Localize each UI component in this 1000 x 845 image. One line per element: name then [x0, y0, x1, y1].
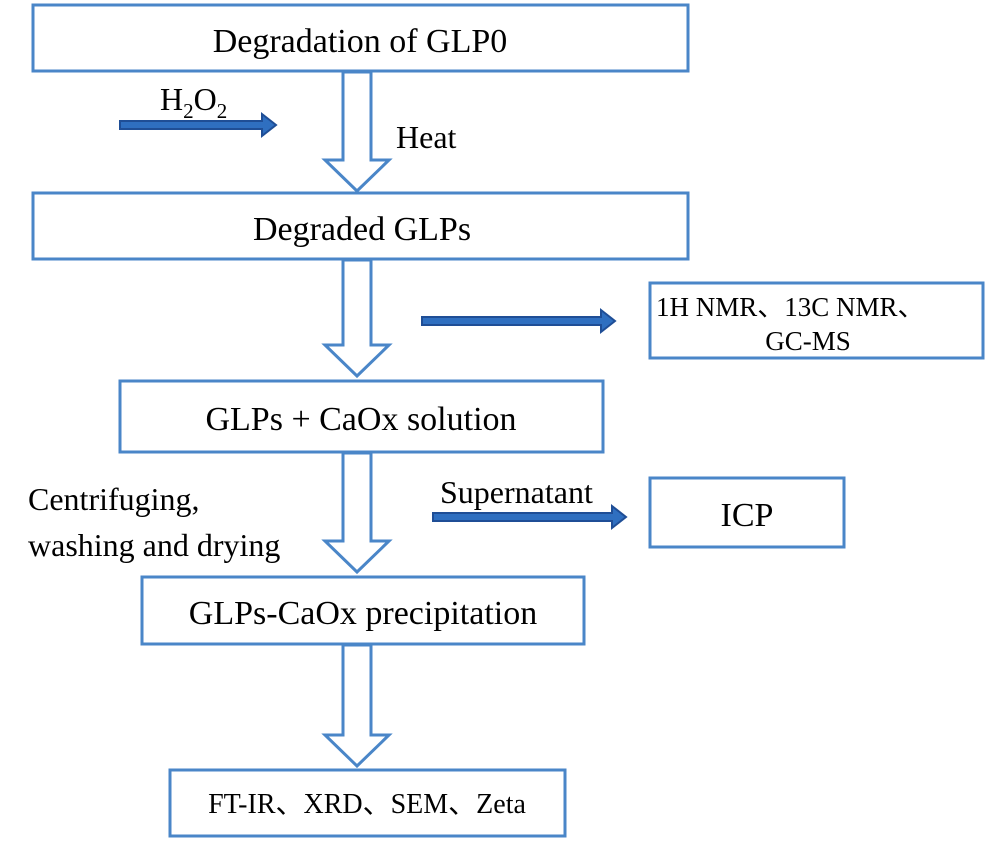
node-icp: ICP	[648, 476, 846, 549]
node-degraded: Degraded GLPs	[31, 191, 690, 261]
supernatant-arrow	[432, 503, 628, 531]
node-icp-label: ICP	[721, 497, 774, 534]
flow-arrow-1	[321, 70, 393, 194]
supernatant-label: Supernatant	[440, 474, 593, 510]
reagent-arrow	[119, 111, 278, 139]
node-degradation: Degradation of GLP0	[31, 3, 690, 73]
node-nmr: 1H NMR、13C NMR、 GC-MS	[648, 281, 985, 360]
node-nmr-line2: GC-MS	[765, 326, 851, 356]
process-label-line2: washing and drying	[28, 527, 280, 563]
node-precipitation: GLPs-CaOx precipitation	[140, 575, 586, 646]
node-characterization-label: FT-IR、XRD、SEM、Zeta	[208, 789, 526, 820]
flow-arrow-4	[321, 643, 393, 769]
process-label-line1: Centrifuging,	[28, 481, 200, 517]
node-characterization: FT-IR、XRD、SEM、Zeta	[168, 768, 567, 838]
reagent-label: H2O2	[160, 81, 227, 123]
flow-arrow-2	[321, 258, 393, 379]
node-nmr-line1: 1H NMR、13C NMR、	[656, 292, 925, 322]
nmr-arrow	[421, 307, 617, 335]
node-solution-label: GLPs + CaOx solution	[205, 401, 516, 438]
node-precipitation-label: GLPs-CaOx precipitation	[189, 595, 537, 632]
heat-label: Heat	[396, 119, 457, 155]
node-degraded-label: Degraded GLPs	[253, 211, 471, 248]
node-solution: GLPs + CaOx solution	[118, 379, 605, 454]
node-degradation-label: Degradation of GLP0	[213, 23, 508, 60]
flow-arrow-3	[321, 451, 393, 575]
